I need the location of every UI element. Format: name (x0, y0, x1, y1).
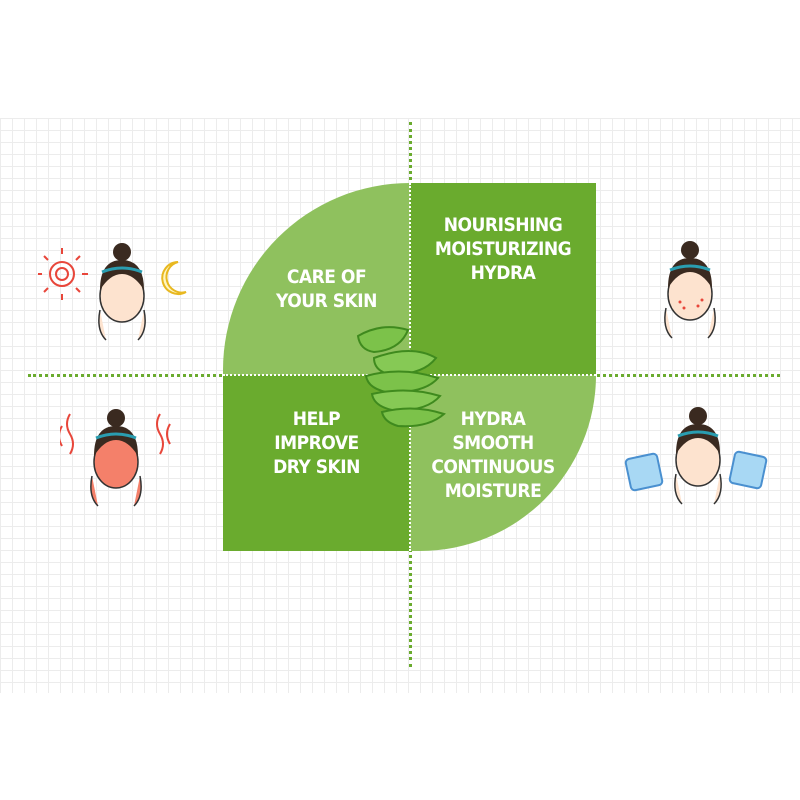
face-day-night-icon (38, 243, 187, 341)
face-acne-icon (664, 241, 716, 339)
text-line: HYDRA (460, 408, 526, 430)
text-line: SMOOTH (452, 432, 534, 454)
text-line: YOUR SKIN (276, 290, 377, 312)
aloe-slices-icon (356, 326, 446, 428)
text-line: NOURISHING (443, 214, 563, 236)
sun-icon (38, 248, 88, 300)
text-line: MOISTURE (444, 480, 542, 502)
ice-cube-icon (728, 450, 768, 490)
face-heat-icon (60, 409, 171, 507)
ice-cube-icon (624, 452, 664, 492)
quadrant-nourishing: NOURISHING MOISTURIZING HYDRA (410, 183, 596, 375)
text-line: CONTINUOUS (431, 456, 555, 478)
moon-icon (161, 261, 187, 295)
text-line: HYDRA (470, 262, 536, 284)
text-line: IMPROVE (274, 432, 359, 454)
text-line: CARE OF (286, 266, 367, 288)
text-line: HELP (292, 408, 341, 430)
text-line: DRY SKIN (273, 456, 360, 478)
face-ice-cubes-icon (624, 407, 768, 505)
text-line: MOISTURIZING (434, 238, 572, 260)
